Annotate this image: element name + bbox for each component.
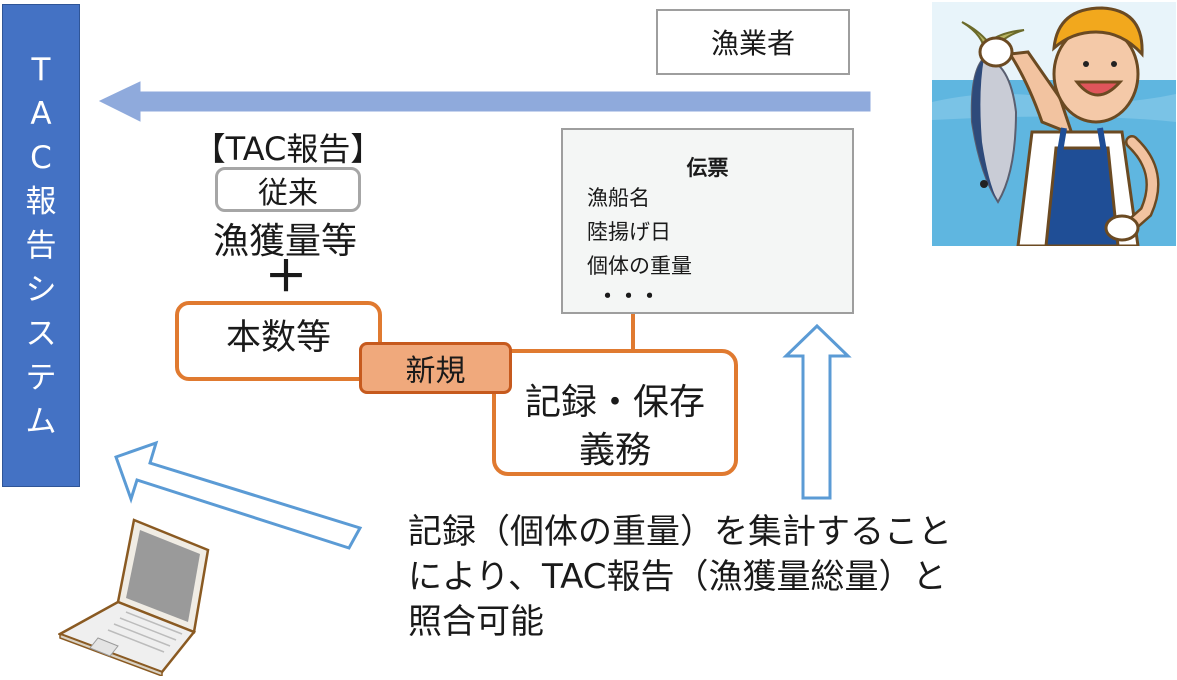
count-box: 本数等 <box>175 301 382 381</box>
fisher-label-box: 漁業者 <box>656 9 850 75</box>
fisherman-holding-fish-icon <box>932 2 1176 246</box>
new-badge-label: 新規 <box>405 354 466 389</box>
slip-item: 陸揚げ日 <box>587 220 671 244</box>
duty-line-2: 義務 <box>578 430 651 471</box>
system-char: シ <box>25 271 57 308</box>
system-char: テ <box>25 359 57 396</box>
system-char: 告 <box>25 227 57 264</box>
conventional-badge: 従来 <box>215 167 361 212</box>
laptop-icon <box>58 518 210 676</box>
duty-line-1: 記録・保存 <box>524 382 705 423</box>
fisher-label: 漁業者 <box>710 27 795 60</box>
system-char: 報 <box>25 183 57 220</box>
arrow-up-left-outline-icon <box>114 440 363 550</box>
arrow-left-icon <box>98 81 871 122</box>
note-line: 照合可能 <box>408 602 544 642</box>
slip-item: 漁船名 <box>587 186 650 210</box>
catch-amount-label: 漁獲量等 <box>212 221 357 262</box>
arrow-up-outline-icon <box>782 323 852 500</box>
slip-duty-connector <box>631 314 635 350</box>
system-char: ム <box>25 403 57 440</box>
note-line: 記録（個体の重量）を集計すること <box>408 512 952 552</box>
plus-sign: ＋ <box>264 252 307 301</box>
slip-title: 伝票 <box>686 156 729 180</box>
record-storage-duty-box: 記録・保存 義務 <box>492 349 738 476</box>
slip-box: 伝票 漁船名 陸揚げ日 個体の重量 ・・・ <box>561 128 854 314</box>
tac-report-heading: 【TAC報告】 <box>193 130 383 168</box>
explanation-note: 記録（個体の重量）を集計することにより、TAC報告（漁獲量総量）と照合可能 <box>408 510 952 645</box>
system-char: ス <box>25 315 57 352</box>
count-label: 本数等 <box>225 317 331 358</box>
new-badge: 新規 <box>359 342 512 394</box>
conventional-label: 従来 <box>258 175 318 211</box>
tac-report-system-box: T A C 報 告 シ ス テ ム <box>2 4 80 487</box>
slip-item: 個体の重量 <box>587 254 692 278</box>
slip-item-ellipsis: ・・・ <box>597 284 660 308</box>
system-char: C <box>30 139 52 176</box>
note-line: により、TAC報告（漁獲量総量）と <box>408 557 947 597</box>
system-char: T <box>31 51 51 88</box>
system-char: A <box>30 95 52 132</box>
